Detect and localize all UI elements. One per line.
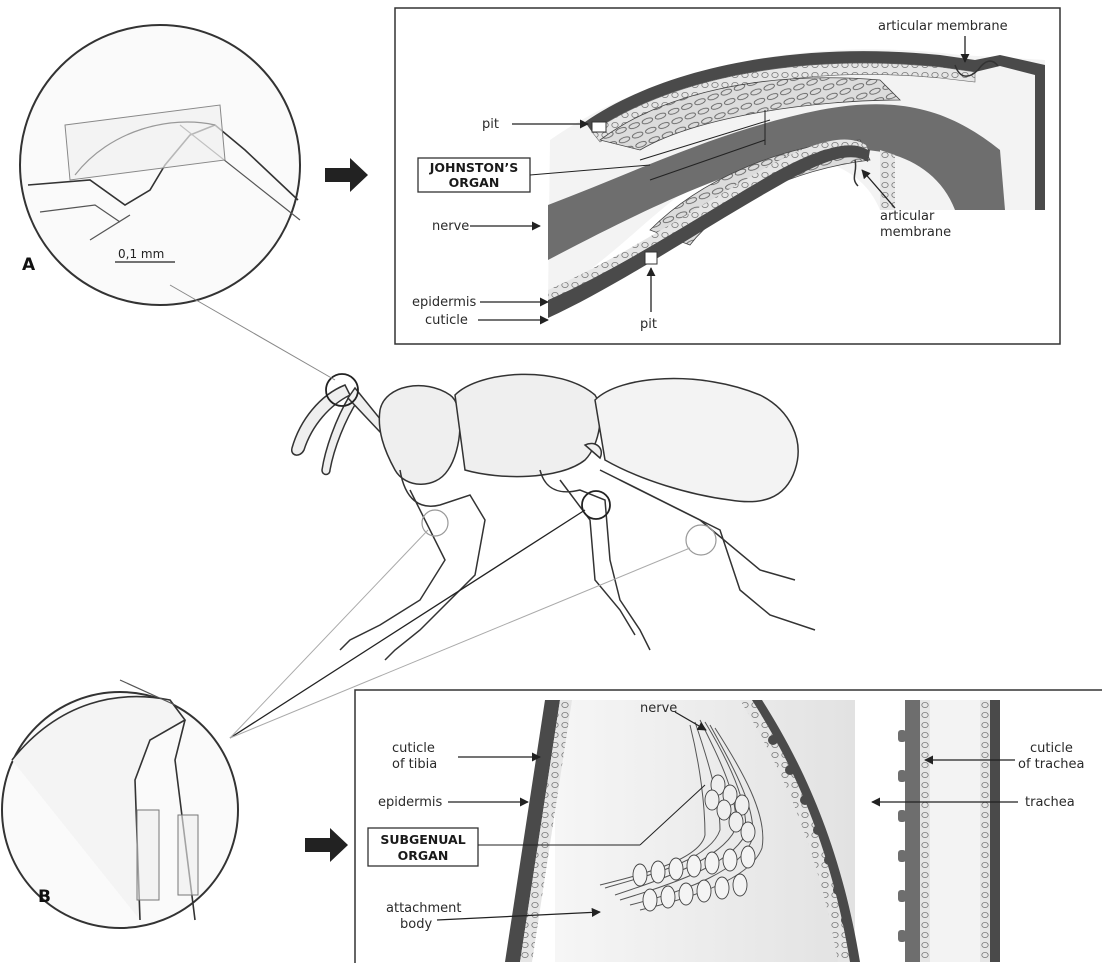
label-cuticle-trachea-2: of trachea: [1018, 757, 1084, 772]
label-articular-right-1: articular: [880, 209, 935, 224]
label-cuticle-tibia-1: cuticle: [392, 741, 435, 756]
ant-illustration: [292, 374, 815, 660]
panel-label-b: B: [38, 887, 51, 907]
label-pit-bottom: pit: [640, 317, 657, 332]
connector-a: [170, 285, 335, 380]
subgenual-organ-panel: B: [2, 680, 1102, 963]
connector-b-1: [230, 510, 585, 738]
label-epidermis-bottom: epidermis: [378, 795, 443, 810]
label-articular-right-2: membrane: [880, 225, 951, 240]
label-attachment-1: attachment: [386, 901, 462, 916]
scale-bar-label: 0,1 mm: [118, 247, 164, 261]
panel-label-a: A: [22, 255, 36, 275]
zoom-arrow-bottom: [305, 828, 348, 862]
johnstons-organ-title-1: JOHNSTON’S: [429, 160, 519, 175]
subgenual-organ-title-2: ORGAN: [398, 848, 449, 863]
label-attachment-2: body: [400, 917, 432, 932]
label-cuticle-tibia-2: of tibia: [392, 757, 437, 772]
connector-b-2: [230, 530, 428, 738]
subgenual-cross-section: [505, 700, 1000, 962]
zoom-arrow-top: [325, 158, 368, 192]
label-cuticle-top: cuticle: [425, 313, 468, 328]
johnstons-organ-title-2: ORGAN: [449, 175, 500, 190]
subgenual-organ-title-1: SUBGENUAL: [380, 832, 465, 847]
johnstons-organ-panel: 0,1 mm A: [20, 8, 1060, 344]
label-articular-membrane-top: articular membrane: [878, 19, 1008, 34]
antenna-zoom-circle: 0,1 mm: [20, 25, 300, 305]
label-cuticle-trachea-1: cuticle: [1030, 741, 1073, 756]
label-pit-top: pit: [482, 117, 499, 132]
label-nerve-top: nerve: [432, 219, 469, 234]
label-trachea: trachea: [1025, 795, 1075, 810]
label-epidermis-top: epidermis: [412, 295, 477, 310]
label-nerve-bottom: nerve: [640, 701, 677, 716]
